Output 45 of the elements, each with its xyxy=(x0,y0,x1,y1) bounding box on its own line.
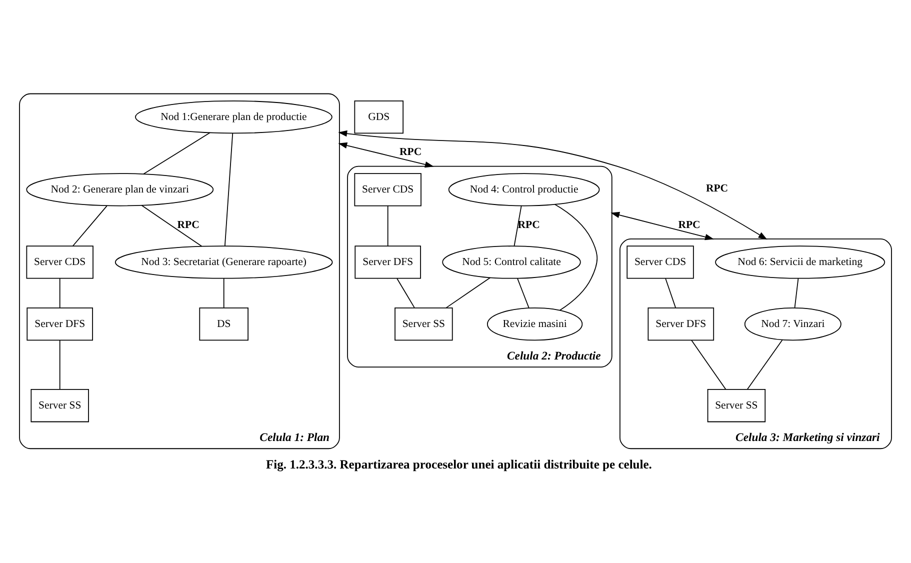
node-ellipse: Nod 7: Vinzari xyxy=(744,307,842,341)
node-ellipse: Nod 2: Generare plan de vinzari xyxy=(26,173,214,206)
connector xyxy=(223,278,224,308)
connector xyxy=(387,205,388,246)
node-ellipse: Nod 1:Generare plan de productie xyxy=(134,100,332,134)
connector xyxy=(554,204,598,311)
node-box: Server CDS xyxy=(626,246,694,279)
node-box: Server CDS xyxy=(26,246,94,279)
node-box: GDS xyxy=(354,100,404,134)
node-ellipse: Revizie masini xyxy=(486,307,583,341)
node-box: DS xyxy=(199,307,248,341)
edge-label: RPC xyxy=(678,218,700,231)
node-box: Server SS xyxy=(394,307,453,341)
connector xyxy=(665,278,676,308)
connector xyxy=(514,205,522,246)
edge-label: RPC xyxy=(518,218,540,231)
connector xyxy=(794,278,799,308)
arrow xyxy=(338,130,768,240)
edge-label: RPC xyxy=(399,146,422,158)
caption: Fig. 1.2.3.3.3. Repartizarea proceselor unei aplicatii distribuite pe celule. xyxy=(266,458,652,472)
connector xyxy=(396,278,415,308)
connector xyxy=(72,205,108,246)
node-ellipse: Nod 6: Servicii de marketing xyxy=(715,246,886,279)
node-box: Server SS xyxy=(30,389,89,422)
connector xyxy=(141,204,202,247)
connector xyxy=(59,278,60,308)
node-box: Server DFS xyxy=(648,307,714,341)
connector xyxy=(446,277,491,308)
node-ellipse: Nod 5: Control calitate xyxy=(442,246,581,279)
connector xyxy=(224,132,234,247)
connector xyxy=(143,132,210,174)
edge-label: RPC xyxy=(177,218,200,231)
node-ellipse: Nod 3: Secretariat (Generare rapoarte) xyxy=(114,246,333,279)
node-box: Server DFS xyxy=(354,246,421,279)
edge-label: RPC xyxy=(706,182,728,195)
node-box: Server DFS xyxy=(26,307,93,341)
node-box: Server CDS xyxy=(354,173,422,206)
connector xyxy=(691,340,726,390)
node-box: Server SS xyxy=(707,389,766,422)
arrow xyxy=(338,142,434,168)
connector xyxy=(746,340,783,390)
arrow xyxy=(610,212,714,240)
connector xyxy=(59,340,60,390)
connector xyxy=(517,278,530,308)
node-ellipse: Nod 4: Control productie xyxy=(448,173,600,206)
